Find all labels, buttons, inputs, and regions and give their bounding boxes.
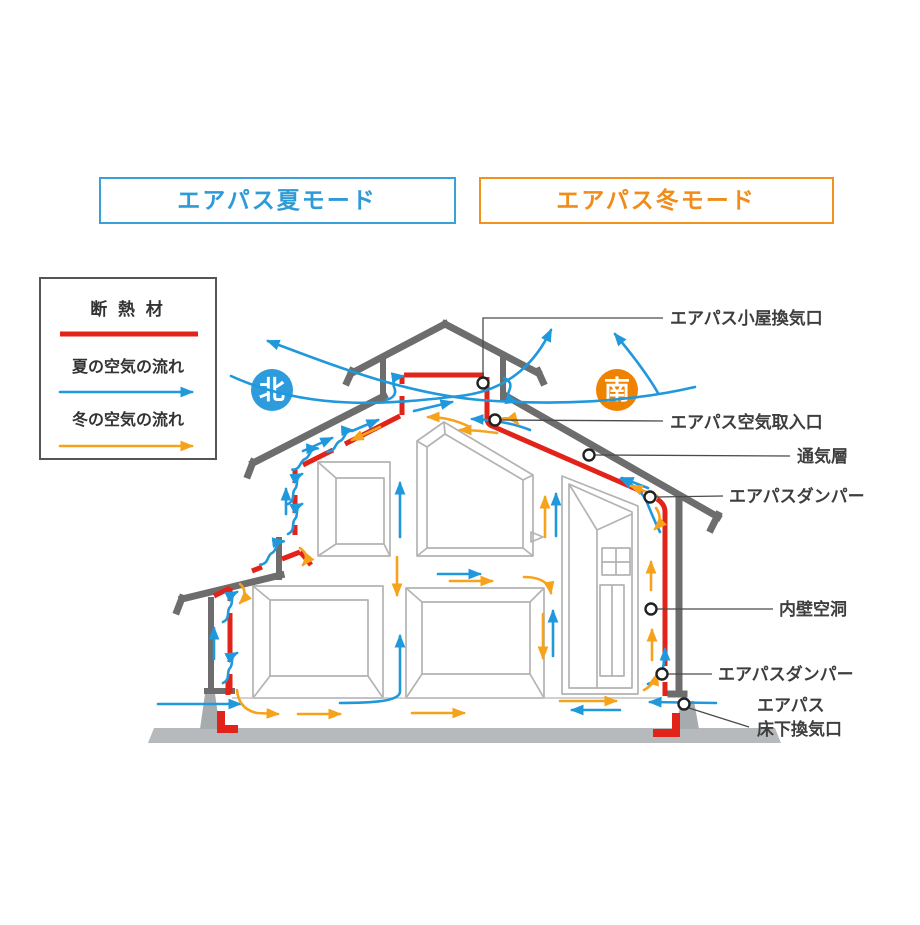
insulation-segment	[251, 549, 301, 574]
summer-arrow	[266, 339, 697, 404]
label-underfloor-vent-2: 床下換気口	[757, 719, 842, 739]
label-attic-vent: エアパス小屋換気口	[670, 308, 823, 328]
interior-rooms	[232, 421, 662, 699]
summer-arrow	[338, 633, 406, 705]
room-outline	[252, 585, 384, 699]
foundation-insulation-south	[653, 713, 680, 737]
ground-slab	[148, 728, 781, 743]
foundation	[148, 694, 781, 743]
summer-arrow	[229, 328, 553, 405]
label-ventilation-layer: 通気層	[797, 446, 848, 466]
legend-summer-label: 夏の空気の流れ	[71, 357, 184, 376]
compass-south-badge: 南	[596, 369, 638, 411]
winter-arrow	[235, 688, 281, 719]
winter-arrow	[522, 575, 555, 595]
summer-arrow	[613, 332, 660, 395]
summer-arrow	[469, 414, 532, 432]
label-damper-lower: エアパスダンパー	[718, 664, 854, 684]
leader-air-intake	[500, 419, 664, 422]
label-damper-upper: エアパスダンパー	[729, 486, 865, 506]
label-underfloor-vent-1: エアパス	[757, 696, 825, 715]
structure-segment	[243, 391, 389, 480]
leader-damper-upper	[655, 495, 724, 498]
legend-winter-label: 冬の空気の流れ	[72, 410, 184, 429]
marker-wall-cavity	[644, 602, 658, 616]
summer-arrow	[350, 418, 380, 433]
legend: 断 熱 材 夏の空気の流れ 冬の空気の流れ	[39, 277, 217, 460]
insulation-segment	[212, 585, 233, 693]
label-air-intake: エアパス空気取入口	[670, 412, 823, 432]
leader-attic-vent	[482, 317, 663, 377]
structure-segment	[342, 319, 450, 387]
legend-insulation-label: 断 熱 材	[90, 299, 165, 319]
insulation-segment	[655, 496, 668, 696]
foundation-insulation-north	[217, 711, 238, 733]
leader-ventilation-layer	[594, 454, 791, 457]
structure-segment	[667, 493, 688, 698]
marker-underfloor-vent	[677, 697, 691, 711]
mode-title-winter: エアパス冬モード	[479, 177, 834, 224]
legend-box	[39, 277, 217, 460]
structure-segment	[172, 570, 286, 616]
summer-arrow	[502, 376, 519, 405]
winter-title-box	[479, 177, 834, 224]
marker-damper-upper	[643, 490, 657, 504]
leader-underfloor-vent	[688, 707, 750, 728]
marker-ventilation-layer	[582, 448, 596, 462]
marker-attic-vent	[476, 376, 490, 390]
room-outline	[405, 587, 545, 699]
winter-arrow	[298, 546, 315, 567]
door-outline	[561, 475, 639, 695]
structure-segment	[440, 319, 548, 387]
marker-damper-lower	[655, 667, 669, 681]
summer-arrow	[301, 436, 334, 453]
summer-title-box	[99, 177, 456, 224]
winter-arrow	[457, 424, 499, 436]
structure-segment	[380, 357, 506, 402]
section-flag	[530, 531, 544, 543]
marker-air-intake	[488, 413, 502, 427]
mode-title-summer: エアパス夏モード	[99, 177, 456, 224]
label-wall-cavity: 内壁空洞	[779, 599, 847, 619]
summer-title-label: エアパス夏モード	[177, 187, 377, 213]
insulation-segment	[484, 377, 645, 495]
room-outline	[317, 461, 391, 557]
winter-arrow	[498, 411, 520, 426]
summer-airflow	[156, 328, 718, 716]
winter-arrow	[350, 425, 382, 442]
summer-arrow	[412, 399, 454, 413]
summer-arrow	[384, 372, 406, 402]
callouts: エアパス小屋換気口 エアパス空気取入口 通気層 エアパスダンパー 内壁空洞 エア…	[476, 308, 865, 739]
room-outline	[416, 421, 534, 557]
winter-arrow	[653, 506, 667, 531]
winter-arrow	[238, 582, 252, 605]
winter-title-label: エアパス冬モード	[556, 187, 756, 213]
